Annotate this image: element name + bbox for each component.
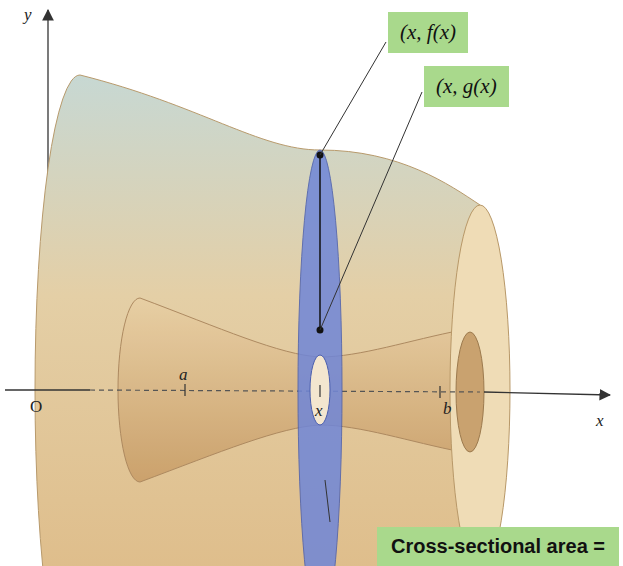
leader-line <box>325 480 330 522</box>
inner-surface <box>118 298 462 482</box>
tick <box>319 385 320 397</box>
leader-line <box>320 42 386 155</box>
bound-label: b <box>443 400 452 417</box>
x-axis <box>484 392 610 395</box>
point-label-box: (x, f(x) <box>388 12 468 53</box>
x-axis-hidden <box>90 390 480 392</box>
x-axis <box>5 389 90 390</box>
axis-label: y <box>24 6 32 23</box>
radius-segment <box>319 155 321 330</box>
tick-label: x <box>315 402 323 419</box>
leader-line <box>320 92 422 330</box>
point-coordinate: (x, g(x) <box>424 66 509 107</box>
caption-box: Cross-sectional area = <box>377 527 619 566</box>
tick <box>439 386 440 398</box>
axis-label: x <box>596 412 604 429</box>
caption-text: Cross-sectional area = <box>377 527 619 566</box>
washer-disk <box>298 150 342 566</box>
washer-hole <box>310 355 330 425</box>
end-face <box>450 205 510 566</box>
origin-label: O <box>30 398 42 415</box>
bound-label: a <box>179 366 188 383</box>
point-coordinate: (x, f(x) <box>388 12 468 53</box>
tick <box>184 384 185 396</box>
outer-surface <box>35 75 480 566</box>
point-label-box: (x, g(x) <box>424 66 509 107</box>
